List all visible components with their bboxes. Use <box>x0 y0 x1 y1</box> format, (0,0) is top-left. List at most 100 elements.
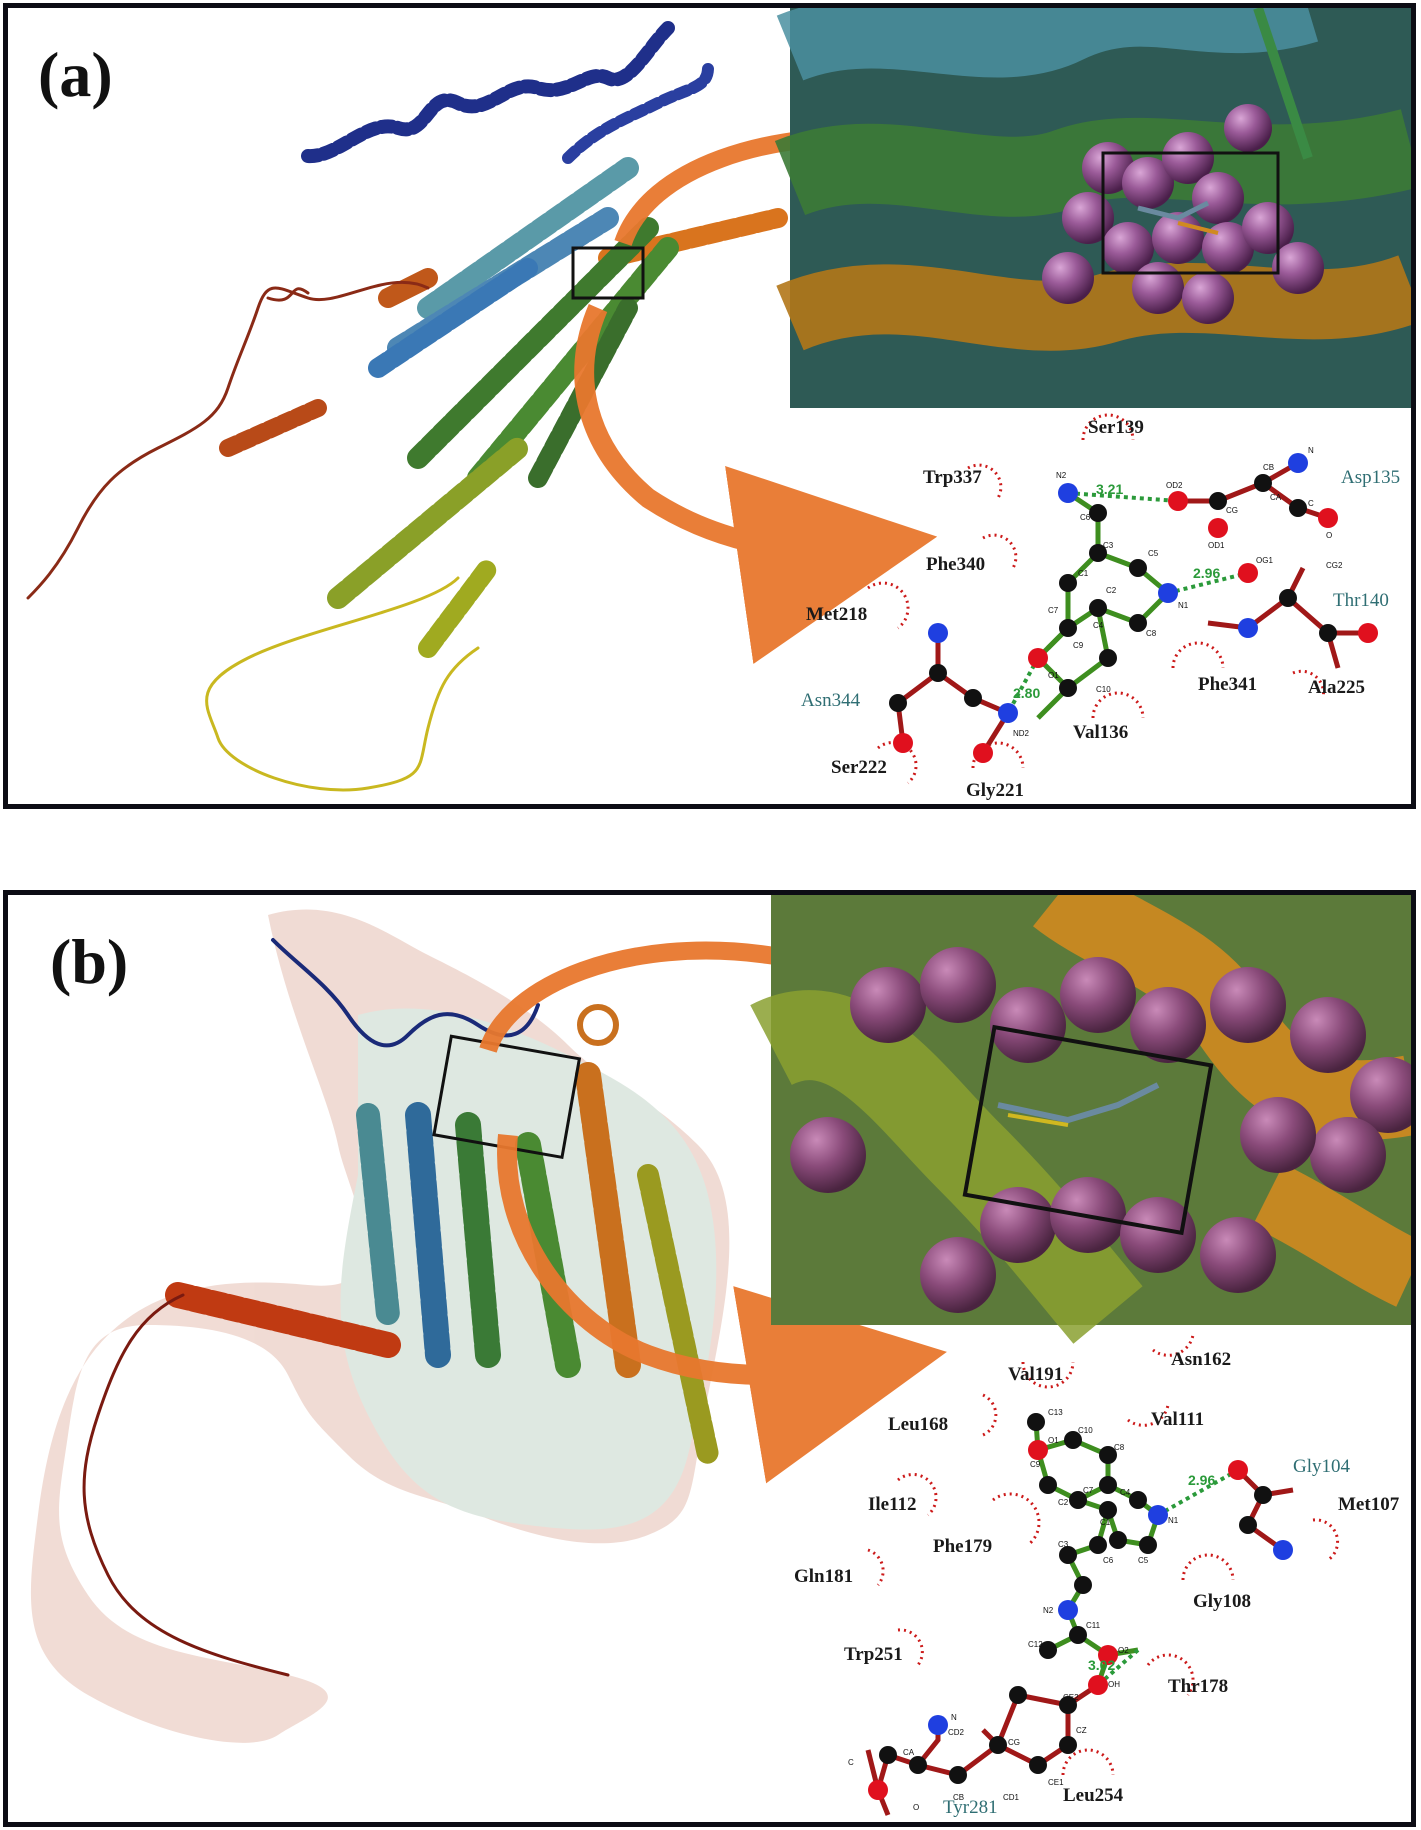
atom-label: CG2 <box>1326 561 1343 570</box>
atom-label: C8 <box>1146 629 1157 638</box>
atom-label: CB <box>1263 463 1274 472</box>
atom-label: C10 <box>1096 685 1111 694</box>
residue-label: Met107 <box>1338 1494 1400 1515</box>
atom-label: C7 <box>1048 606 1059 615</box>
distance-label: 3.21 <box>1096 481 1123 497</box>
hydrophobic-arcs-a <box>867 413 1325 785</box>
residue-label: Phe341 <box>1198 674 1257 695</box>
atom-label: OD1 <box>1208 541 1225 550</box>
atom-label: CD1 <box>1003 1793 1020 1802</box>
atom-label: N <box>951 1713 957 1722</box>
residue-label: Tyr281 <box>943 1797 998 1818</box>
atom-label: CG <box>1226 506 1238 515</box>
atom-label: CE1 <box>1048 1778 1064 1787</box>
atom-label: N2 <box>1056 471 1067 480</box>
atom-label: C4 <box>1093 621 1104 630</box>
atom-label: N2 <box>1043 1606 1054 1615</box>
atom-label: C9 <box>1073 641 1084 650</box>
residue-label: Phe340 <box>926 554 985 575</box>
distance-label: 3.02 <box>1088 1657 1115 1673</box>
residue-label: Met218 <box>806 604 867 625</box>
atom-label: C2 <box>1106 586 1117 595</box>
residue-label: Gly104 <box>1293 1456 1351 1477</box>
binding-site-box-zoom-b <box>962 1024 1214 1236</box>
residue-label: Ser139 <box>1088 417 1144 438</box>
binding-site-box-zoom-a <box>1101 151 1280 275</box>
atom-label: OH <box>1108 1680 1120 1689</box>
atom-label: O <box>913 1803 919 1812</box>
residue-label: Ser222 <box>831 757 887 778</box>
atom-label: C4 <box>1120 1488 1131 1497</box>
distance-label: 2.96 <box>1193 565 1220 581</box>
atom-label: CD2 <box>948 1728 965 1737</box>
atoms-a <box>889 453 1378 763</box>
interaction-diagram-a: N2 C6 C3 C1 C2 C5 N1 C4 C7 C8 C9 C10 O1 … <box>801 413 1400 801</box>
atom-label: C6 <box>1080 513 1091 522</box>
zoom-inset-b <box>750 895 1411 1344</box>
residue-label: Trp337 <box>923 467 982 488</box>
atom-label: O2 <box>1118 1646 1129 1655</box>
atom-label: N1 <box>1168 1516 1179 1525</box>
atom-label: C7 <box>1083 1486 1094 1495</box>
panel-a: (a) <box>3 3 1416 809</box>
atom-label: OG1 <box>1256 556 1273 565</box>
atom-label: C <box>848 1758 854 1767</box>
atom-label: C3 <box>1058 1540 1069 1549</box>
residue-label: Val136 <box>1073 722 1128 743</box>
panel-b-figure: C13 O1 C10 C8 C9 C7 C4 C2 C1 N1 C5 C3 C6… <box>30 895 1411 1818</box>
atom-label: C6 <box>1103 1556 1114 1565</box>
residue-label: Thr178 <box>1168 1676 1228 1697</box>
atom-label: C3 <box>1103 541 1114 550</box>
residue-label: Gly221 <box>966 780 1024 801</box>
atom-label: CA <box>1270 493 1282 502</box>
atom-label: C12 <box>1028 1640 1043 1649</box>
atom-label: O <box>1326 531 1332 540</box>
atom-label: C10 <box>1078 1426 1093 1435</box>
residue-label: Phe179 <box>933 1536 992 1557</box>
panel-a-figure: N2 C6 C3 C1 C2 C5 N1 C4 C7 C8 C9 C10 O1 … <box>26 8 1411 801</box>
atom-label: C9 <box>1030 1460 1041 1469</box>
atom-label: O1 <box>1048 1436 1059 1445</box>
residue-label: Val111 <box>1151 1409 1204 1430</box>
atom-label: CA <box>903 1748 915 1757</box>
atom-label: O1 <box>1048 671 1059 680</box>
atom-label: C8 <box>1114 1443 1125 1452</box>
panel-b: (b) <box>3 890 1416 1827</box>
residue-label: Leu168 <box>888 1414 948 1435</box>
atom-label: CB <box>953 1793 964 1802</box>
atom-label: C5 <box>1148 549 1159 558</box>
panel-label-b: (b) <box>50 926 129 997</box>
atoms-b <box>868 1413 1293 1800</box>
residue-label: Asn162 <box>1171 1349 1231 1370</box>
residue-label: Leu254 <box>1063 1785 1124 1806</box>
atom-label: C5 <box>1138 1556 1149 1565</box>
residue-label: Trp251 <box>844 1644 903 1665</box>
atom-label: CZ <box>1076 1726 1087 1735</box>
residue-label: Val191 <box>1008 1364 1063 1385</box>
binding-site-box-a <box>571 246 645 300</box>
interaction-diagram-b: C13 O1 C10 C8 C9 C7 C4 C2 C1 N1 C5 C3 C6… <box>794 1334 1400 1818</box>
atom-label: C1 <box>1078 569 1089 578</box>
panel-label-a: (a) <box>38 39 113 110</box>
residue-label: Thr140 <box>1333 590 1389 611</box>
hydrophobic-arcs-b <box>867 1334 1339 1776</box>
atom-label: N <box>1308 446 1314 455</box>
atom-label: OD2 <box>1166 481 1183 490</box>
residue-label: Asn344 <box>801 690 861 711</box>
atom-label: C1 <box>1100 1518 1111 1527</box>
atom-label: C11 <box>1086 1621 1101 1630</box>
protein-surface-b <box>30 909 730 1743</box>
residue-label: Gly108 <box>1193 1591 1251 1612</box>
atom-label: N1 <box>1178 601 1189 610</box>
atom-label: CE2 <box>1063 1693 1079 1702</box>
atom-label: C2 <box>1058 1498 1069 1507</box>
zoom-inset-a <box>774 8 1411 408</box>
protein-structure-a <box>26 21 788 792</box>
atom-label: C13 <box>1048 1408 1063 1417</box>
residue-label: Ala225 <box>1308 677 1365 698</box>
residue-label: Ile112 <box>868 1494 917 1515</box>
residue-label: Gln181 <box>794 1566 853 1587</box>
atom-label: ND2 <box>1013 729 1030 738</box>
hbonds-b <box>1096 1468 1239 1687</box>
residue-label: Asp135 <box>1341 467 1400 488</box>
